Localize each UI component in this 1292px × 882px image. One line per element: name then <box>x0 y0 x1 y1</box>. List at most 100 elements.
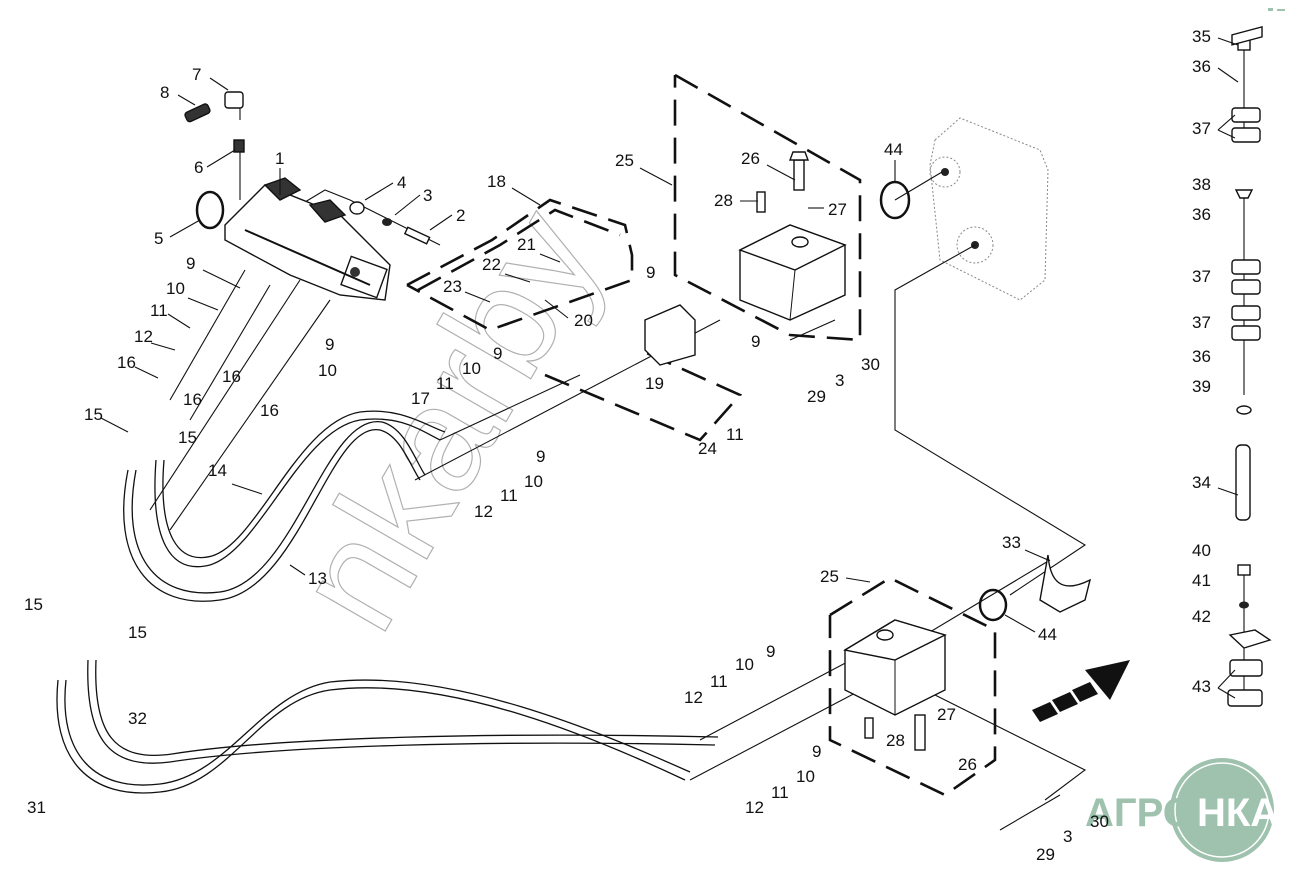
callout-10: 10 <box>318 361 337 380</box>
callout-20: 20 <box>574 311 593 330</box>
transmission-housing <box>929 117 1049 301</box>
main-pump-1 <box>224 177 391 301</box>
callout-18: 18 <box>487 172 506 191</box>
callout-5: 5 <box>154 229 163 248</box>
bolt-2 <box>403 226 431 245</box>
callout-36: 36 <box>1192 347 1211 366</box>
callout-12: 12 <box>684 688 703 707</box>
callout-26: 26 <box>958 755 977 774</box>
clamp-set-right <box>1227 25 1272 707</box>
callout-12: 12 <box>134 327 153 346</box>
callout-11: 11 <box>726 425 744 444</box>
callout-17: 17 <box>411 389 430 408</box>
callout-3: 3 <box>835 371 844 390</box>
callout-7: 7 <box>192 65 201 84</box>
callout-15: 15 <box>178 428 197 447</box>
callout-9: 9 <box>325 335 334 354</box>
valve-block-19 <box>644 304 696 366</box>
callout-19: 19 <box>645 374 664 393</box>
callout-9: 9 <box>751 332 760 351</box>
callout-27: 27 <box>937 705 956 724</box>
dashed-group-25-upper <box>673 73 862 342</box>
callout-29: 29 <box>807 387 826 406</box>
logo: АГРО НКА <box>1085 758 1279 862</box>
callout-9: 9 <box>536 447 545 466</box>
callout-10: 10 <box>524 472 543 491</box>
callout-11: 11 <box>500 486 518 505</box>
callout-15: 15 <box>128 623 147 642</box>
washer-3 <box>382 218 392 226</box>
callout-24: 24 <box>698 439 717 458</box>
callout-30: 30 <box>861 355 880 374</box>
callout-11: 11 <box>771 783 789 802</box>
callout-15: 15 <box>24 595 43 614</box>
callout-1: 1 <box>275 149 284 168</box>
hose-14 <box>154 410 446 568</box>
callout-36: 36 <box>1192 205 1211 224</box>
callout-31: 31 <box>27 798 46 817</box>
callout-34: 34 <box>1192 473 1211 492</box>
callout-43: 43 <box>1192 677 1211 696</box>
callout-28: 28 <box>714 191 733 210</box>
callout-3: 3 <box>1063 827 1072 846</box>
aux-pump-25-lower <box>843 619 947 716</box>
hose-31 <box>56 679 691 794</box>
dashed-group-upper <box>544 348 743 442</box>
callout-16: 16 <box>183 390 202 409</box>
callout-32: 32 <box>128 709 147 728</box>
callout-10: 10 <box>735 655 754 674</box>
logo-right-text: НКА <box>1197 791 1279 835</box>
callout-21: 21 <box>517 235 536 254</box>
callout-11: 11 <box>150 301 168 320</box>
callout-35: 35 <box>1192 27 1211 46</box>
callout-22: 22 <box>482 255 501 274</box>
hose-32 <box>87 659 719 764</box>
callout-44: 44 <box>1038 625 1057 644</box>
callout-16: 16 <box>260 401 279 420</box>
corner-mark <box>1268 8 1273 11</box>
callout-28: 28 <box>886 731 905 750</box>
oring-5 <box>195 190 225 230</box>
hose-13 <box>123 421 426 602</box>
callout-2: 2 <box>456 206 465 225</box>
callout-11: 11 <box>436 374 454 393</box>
callout-29: 29 <box>1036 845 1055 864</box>
callout-10: 10 <box>166 279 185 298</box>
fitting-8 <box>184 103 211 123</box>
callout-30: 30 <box>1090 812 1109 831</box>
callout-44: 44 <box>884 140 903 159</box>
callout-40: 40 <box>1192 541 1211 560</box>
bracket-33 <box>1039 554 1092 613</box>
callout-37: 37 <box>1192 267 1211 286</box>
callout-37: 37 <box>1192 313 1211 332</box>
callout-15: 15 <box>84 405 103 424</box>
direction-arrow <box>1032 660 1130 722</box>
callout-25: 25 <box>820 567 839 586</box>
callout-25: 25 <box>615 151 634 170</box>
oring-44-lower <box>978 588 1008 622</box>
callout-9: 9 <box>812 742 821 761</box>
callout-16: 16 <box>222 367 241 386</box>
callout-10: 10 <box>462 359 481 378</box>
aux-pump-25-upper <box>738 224 847 321</box>
callout-13: 13 <box>308 569 327 588</box>
callout-11: 11 <box>710 672 728 691</box>
callout-38: 38 <box>1192 175 1211 194</box>
fitting-7 <box>224 91 244 109</box>
spacer-4 <box>349 201 365 215</box>
fitting-28-upper <box>756 191 766 213</box>
callout-10: 10 <box>796 767 815 786</box>
callout-14: 14 <box>208 461 227 480</box>
callout-37: 37 <box>1192 119 1211 138</box>
callout-9: 9 <box>766 642 775 661</box>
dashed-group-18 <box>406 198 634 332</box>
leader-lines <box>100 37 1239 699</box>
callout-12: 12 <box>745 798 764 817</box>
callout-4: 4 <box>397 173 406 192</box>
fitting-26-lower <box>914 714 926 751</box>
dashed-group-25-lower <box>828 576 997 797</box>
fitting-26-upper <box>788 151 810 191</box>
callout-23: 23 <box>443 277 462 296</box>
